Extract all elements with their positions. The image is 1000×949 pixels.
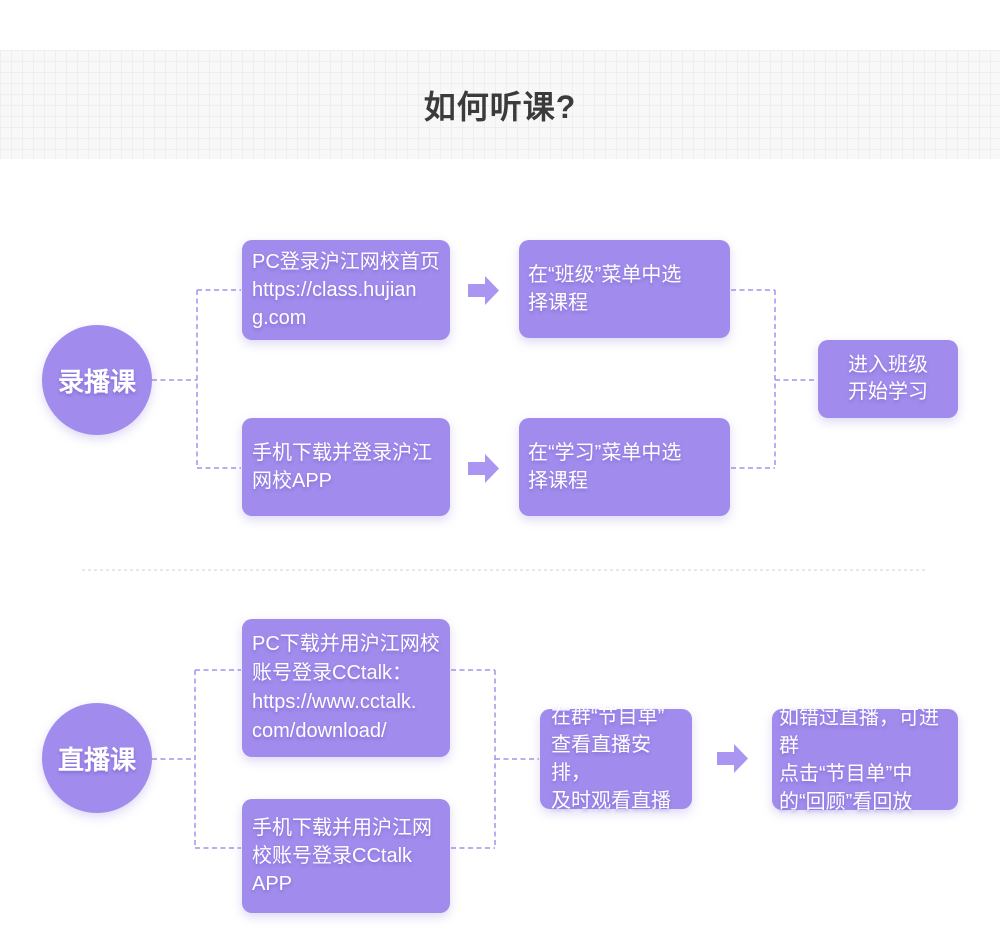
live-course-node: 直播课 <box>42 703 152 813</box>
recorded-final-box: 进入班级 开始学习 <box>818 340 958 418</box>
header-grid-band: 如何听课? <box>0 50 1000 159</box>
recorded-course-label: 录播课 <box>57 366 136 397</box>
live-pc-cctalk-box: PC下载并用沪江网校 账号登录CCtalk： https://www.cctal… <box>242 619 450 757</box>
recorded-mobile-select-box: 在“学习”菜单中选 择课程 <box>519 418 730 516</box>
recorded-pc-login-box: PC登录沪江网校首页 https://class.hujian g.com <box>242 240 450 340</box>
live-mobile-cctalk-box: 手机下载并用沪江网 校账号登录CCtalk APP <box>242 799 450 913</box>
live-schedule-box: 在群“节目单” 查看直播安排， 及时观看直播 <box>540 706 692 812</box>
live-right-connector <box>451 669 539 849</box>
arrow-right-icon <box>717 744 748 773</box>
arrow-right-icon <box>468 454 499 483</box>
recorded-left-connector <box>152 289 241 469</box>
live-course-label: 直播课 <box>57 744 136 775</box>
recorded-right-connector <box>731 289 817 469</box>
page-title: 如何听课? <box>423 88 577 125</box>
arrow-right-icon <box>468 276 499 305</box>
recorded-pc-select-box: 在“班级”菜单中选 择课程 <box>519 240 730 338</box>
live-replay-box: 如错过直播，可进群 点击“节目单”中 的“回顾”看回放 <box>772 707 958 813</box>
recorded-course-node: 录播课 <box>42 325 152 435</box>
recorded-mobile-app-box: 手机下载并登录沪江 网校APP <box>242 418 450 516</box>
live-left-connector <box>152 669 241 849</box>
